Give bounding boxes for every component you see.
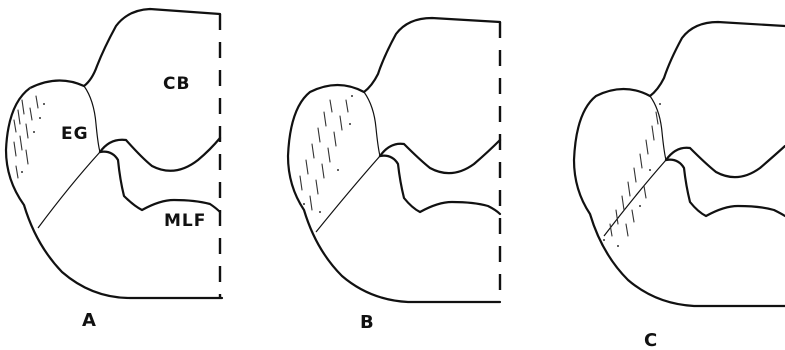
panel-b-ventricle [378,138,502,175]
panel-c: C [572,20,785,350]
panel-c-letter: C [644,330,657,350]
panel-a-ventricle [98,136,222,172]
panel-a-fold-line [37,151,101,229]
label-cb: CB [163,74,190,94]
panel-b: B [286,16,502,333]
panel-a-letter: A [82,310,96,331]
panel-a: CB EG MLF A [4,7,224,331]
label-eg: EG [61,124,89,144]
panel-a-mlf-boundary [98,150,222,214]
panel-b-stipple [299,95,353,213]
panel-c-stipple [603,103,661,247]
panel-a-eg-boundary [83,85,101,153]
panel-a-outline [4,7,224,300]
panel-b-outline [286,16,502,304]
panel-c-eg-boundary [649,95,667,161]
panel-a-stipple [13,87,45,179]
label-mlf: MLF [164,211,206,231]
panel-c-ventricle [664,144,785,179]
panel-b-mlf-boundary [378,154,502,216]
panel-b-letter: B [360,312,374,333]
panel-c-mlf-boundary [664,158,785,218]
panel-b-fold-line [315,155,381,233]
panel-b-eg-boundary [363,91,381,157]
panel-c-outline [572,20,785,308]
